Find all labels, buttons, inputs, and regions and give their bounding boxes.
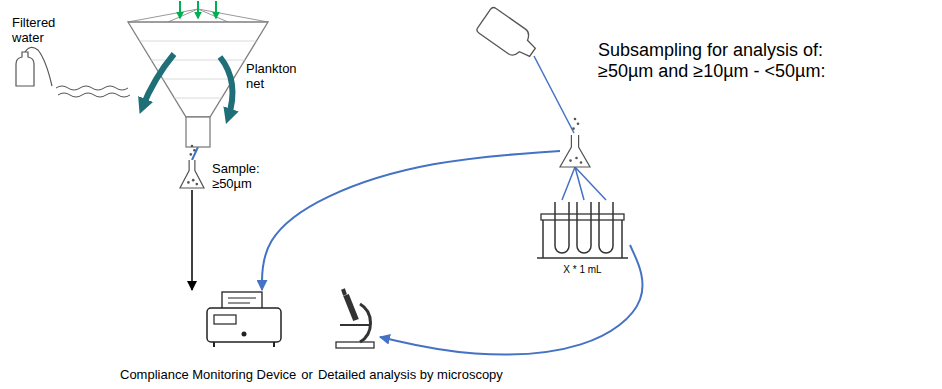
plankton-net: Plankton net xyxy=(128,12,268,147)
label-wrap: Filtered water xyxy=(12,16,74,46)
flow-arrow xyxy=(215,1,217,18)
text-block: Detailed analysis by microscopy xyxy=(318,368,503,383)
text-block: X * 1 mL xyxy=(535,264,630,276)
particle xyxy=(196,183,199,186)
device-body xyxy=(207,308,281,342)
subsample-flask: Subsampling for analysis of: ≥50µm and ≥… xyxy=(560,135,590,167)
microscope-icon xyxy=(330,292,380,350)
node-label: Sample: ≥50µm xyxy=(212,162,284,192)
cod-end xyxy=(186,117,210,147)
particle xyxy=(569,159,572,162)
particle xyxy=(190,153,193,156)
spray-tube xyxy=(25,47,52,86)
particle xyxy=(187,181,190,184)
node-label: Detailed analysis by microscopy xyxy=(318,368,503,383)
device-feet xyxy=(214,342,274,347)
wash-bottle xyxy=(16,47,130,97)
pour-line xyxy=(534,56,574,133)
bottle-body xyxy=(16,52,34,86)
paper-lines xyxy=(228,298,256,303)
conjunction-label: or xyxy=(301,368,313,383)
flow-arrow xyxy=(262,151,560,290)
microscope-stage xyxy=(340,324,370,326)
sample-flask: Sample: ≥50µm xyxy=(180,160,204,188)
particle xyxy=(575,157,578,160)
water-spray xyxy=(58,93,130,97)
bottle-body xyxy=(476,6,542,64)
node-label: Compliance Monitoring Device xyxy=(120,368,296,383)
test-tube xyxy=(577,202,591,253)
flow-arrow xyxy=(197,1,199,18)
label-wrap: or xyxy=(301,368,313,383)
node-label: X * 1 mL xyxy=(535,264,630,276)
particle xyxy=(574,118,577,121)
net-mesh xyxy=(140,41,257,42)
pouring-bottle xyxy=(476,6,542,64)
note-label: Filtered water xyxy=(12,16,74,46)
outflow-arrow xyxy=(220,57,233,118)
node-label: Subsampling for analysis of: ≥50µm and ≥… xyxy=(598,40,850,81)
device-icon xyxy=(180,290,285,348)
node-label: Plankton net xyxy=(246,62,308,92)
flask-outline xyxy=(560,135,590,167)
test-tube xyxy=(555,202,569,253)
flow-arrow xyxy=(179,1,181,18)
outflow-arrow xyxy=(142,54,174,108)
text-block: Subsampling for analysis of: ≥50µm and ≥… xyxy=(598,40,850,81)
particle xyxy=(192,179,195,182)
flask-icon xyxy=(560,135,590,167)
flow-arrow xyxy=(191,190,193,290)
particle xyxy=(580,161,583,164)
text-block: Sample: ≥50µm xyxy=(212,162,284,192)
flask-outline xyxy=(180,160,204,188)
split-line xyxy=(562,167,606,200)
rack-frame xyxy=(537,220,628,258)
test-tube xyxy=(599,202,613,253)
microscope-base xyxy=(336,342,374,348)
microscope-eyepiece xyxy=(343,289,345,295)
microscope-arm xyxy=(360,304,371,342)
flask-icon xyxy=(180,160,204,188)
device-button xyxy=(242,332,247,337)
net-mesh xyxy=(163,79,233,80)
microscope-tube xyxy=(346,295,356,320)
particle xyxy=(577,123,580,126)
microscope: Detailed analysis by microscopy xyxy=(330,292,380,350)
transfer-line xyxy=(192,147,198,160)
device-display xyxy=(214,315,236,324)
compliance-monitoring-device: Compliance Monitoring Device xyxy=(180,290,285,348)
text-block: Compliance Monitoring Device xyxy=(120,368,296,383)
particle xyxy=(193,149,196,152)
water-spray xyxy=(56,86,128,90)
text-block: Plankton net xyxy=(246,62,308,92)
particle xyxy=(191,145,194,148)
rack-icon xyxy=(535,200,630,262)
tube-rack: X * 1 mL xyxy=(535,200,630,262)
rack-bar xyxy=(541,214,624,220)
net-mesh xyxy=(174,98,221,99)
flow-arrow xyxy=(380,245,642,354)
particle xyxy=(572,127,575,130)
